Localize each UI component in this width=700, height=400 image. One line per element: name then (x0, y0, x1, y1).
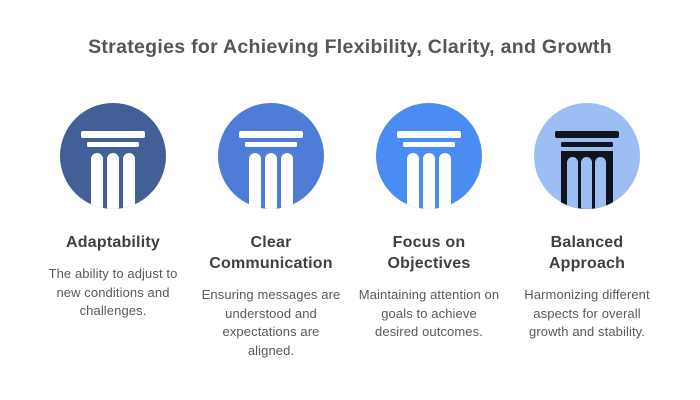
card-focus-on-objectives: Focus on Objectives Maintaining attentio… (354, 103, 504, 360)
page-title: Strategies for Achieving Flexibility, Cl… (88, 36, 612, 58)
card-balanced-approach: Balanced Approach Harmonizing different … (512, 103, 662, 360)
pillar-column (91, 153, 103, 209)
card-description: Harmonizing different aspects for overal… (524, 287, 650, 340)
card-clear-communication: Clear Communication Ensuring messages ar… (196, 103, 346, 360)
pillar-column (281, 153, 293, 209)
pillar-column (265, 153, 277, 209)
card-heading: Focus on Objectives (387, 234, 471, 273)
pillar-icon (218, 103, 324, 209)
card-heading: Adaptability (66, 234, 160, 251)
card-description: Ensuring messages are understood and exp… (201, 287, 341, 358)
pillar-column (439, 153, 451, 209)
pillar-column (249, 153, 261, 209)
pillar-column (423, 153, 435, 209)
card-icon-circle (218, 103, 324, 209)
card-description: The ability to adjust to new conditions … (48, 266, 178, 319)
pillar-icon (376, 103, 482, 209)
card-heading: Balanced Approach (548, 234, 626, 273)
card-description: Maintaining attention on goals to achiev… (358, 287, 500, 340)
pillar-column (107, 153, 119, 209)
pillar-column (567, 157, 578, 209)
card-icon-circle (376, 103, 482, 209)
pillar-icon (60, 103, 166, 209)
strategy-cards: Adaptability The ability to adjust to ne… (38, 103, 662, 360)
pillar-column (595, 157, 606, 209)
pillar-echinus (245, 142, 297, 147)
pillar-abacus (555, 131, 619, 138)
pillar-column (581, 157, 592, 209)
pillar-echinus (561, 142, 613, 147)
pillar-column (407, 153, 419, 209)
pillar-abacus (239, 131, 303, 138)
pillar-abacus (81, 131, 145, 138)
card-icon-circle (60, 103, 166, 209)
pillar-echinus (87, 142, 139, 147)
pillar-column (123, 153, 135, 209)
card-icon-circle (534, 103, 640, 209)
pillar-inverse-icon (534, 103, 640, 209)
card-heading: Clear Communication (209, 234, 333, 273)
card-adaptability: Adaptability The ability to adjust to ne… (38, 103, 188, 360)
pillar-echinus (403, 142, 455, 147)
pillar-abacus (397, 131, 461, 138)
